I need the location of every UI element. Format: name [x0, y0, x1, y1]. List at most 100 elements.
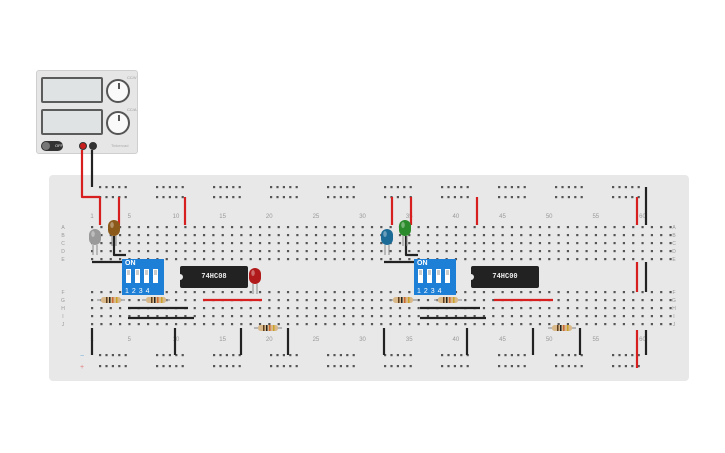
row-letter: J: [62, 322, 65, 328]
terminal-hole: [548, 323, 551, 326]
rail-hole: [339, 354, 342, 357]
dip-toggle-3[interactable]: [144, 269, 149, 283]
resistor-band: [154, 297, 156, 303]
current-knob[interactable]: [106, 111, 130, 135]
resistor: [438, 297, 458, 303]
dip-toggle-4[interactable]: [445, 269, 450, 283]
resistor-band: [567, 325, 569, 331]
dip-toggle-4[interactable]: [153, 269, 158, 283]
rail-hole: [567, 365, 570, 368]
terminal-hole: [622, 323, 626, 326]
terminal-hole: [342, 291, 346, 294]
terminal-hole: [240, 234, 243, 237]
dip-numbers: 1234: [125, 288, 153, 295]
terminal-hole: [370, 315, 374, 318]
terminal-hole: [370, 299, 374, 302]
terminal-hole: [613, 234, 616, 237]
rail-hole: [111, 365, 114, 368]
rail-hole: [238, 354, 241, 357]
terminal-hole: [538, 234, 542, 237]
terminal-hole: [576, 242, 579, 245]
terminal-hole: [352, 307, 355, 310]
resistor-band: [401, 297, 403, 303]
terminal-hole: [501, 291, 504, 294]
rail-hole: [99, 186, 102, 189]
terminal-hole: [576, 291, 579, 294]
terminal-hole: [426, 226, 430, 229]
terminal-hole: [408, 307, 411, 310]
terminal-hole: [557, 307, 560, 310]
terminal-hole: [398, 315, 402, 318]
rail-hole: [175, 186, 178, 189]
terminal-hole: [510, 242, 514, 245]
rail-hole: [346, 354, 349, 357]
row-letter: E: [672, 257, 676, 263]
terminal-hole: [510, 258, 514, 261]
power-switch[interactable]: OFF: [41, 141, 63, 151]
terminal-hole: [370, 242, 374, 245]
voltage-knob[interactable]: [106, 79, 130, 103]
dip-switch-left[interactable]: ON 1234: [122, 259, 164, 295]
rail-hole: [466, 354, 469, 357]
terminal-hole: [454, 250, 458, 253]
terminal-hole: [389, 315, 392, 318]
rail-hole: [225, 196, 228, 199]
dip-toggle-2[interactable]: [135, 269, 140, 283]
column-number: 5: [128, 337, 132, 343]
terminal-hole: [426, 323, 430, 326]
terminal-hole: [240, 323, 243, 326]
terminal-hole: [314, 258, 318, 261]
terminal-hole: [501, 307, 504, 310]
terminal-hole: [296, 291, 299, 294]
terminal-hole: [286, 315, 290, 318]
terminal-hole: [91, 226, 94, 229]
terminal-hole: [91, 299, 94, 302]
rail-hole: [225, 354, 228, 357]
terminal-hole: [613, 258, 616, 261]
rail-hole: [612, 365, 615, 368]
rail-hole: [517, 186, 520, 189]
dip-toggle-1[interactable]: [126, 269, 131, 283]
dip-switch-right[interactable]: ON 1234: [414, 259, 456, 295]
terminal-hole: [669, 234, 672, 237]
rail-hole: [162, 186, 165, 189]
terminal-hole: [174, 291, 178, 294]
terminal-hole: [118, 291, 122, 294]
terminal-hole: [221, 323, 224, 326]
rail-hole: [555, 354, 558, 357]
terminal-hole: [482, 234, 486, 237]
terminal-hole: [240, 250, 243, 253]
terminal-hole: [454, 242, 458, 245]
terminal-hole: [333, 226, 336, 229]
rail-hole: [447, 186, 450, 189]
chip-74hc08[interactable]: 74HC08: [177, 266, 248, 288]
column-number: 25: [313, 337, 320, 343]
terminal-hole: [585, 242, 588, 245]
terminal-hole: [202, 226, 206, 229]
terminal-hole: [137, 315, 140, 318]
power-supply[interactable]: CC/V CC/A OFF Tinkercad: [36, 70, 138, 154]
terminal-hole: [538, 226, 542, 229]
rail-hole: [162, 365, 165, 368]
negative-terminal[interactable]: [89, 142, 97, 150]
chip-74hc00[interactable]: 74HC00: [468, 266, 539, 288]
rail-hole: [618, 196, 621, 199]
terminal-hole: [240, 315, 243, 318]
row-letter: H: [672, 306, 676, 312]
terminal-hole: [650, 258, 653, 261]
terminal-hole: [258, 234, 262, 237]
dip-toggle-3[interactable]: [436, 269, 441, 283]
rail-hole: [580, 196, 583, 199]
positive-terminal[interactable]: [79, 142, 87, 150]
terminal-hole: [660, 299, 663, 302]
terminal-hole: [660, 234, 663, 237]
resistor-band: [453, 297, 455, 303]
rail-hole: [618, 186, 621, 189]
terminal-hole: [305, 250, 308, 253]
terminal-hole: [464, 250, 467, 253]
rail-hole: [352, 365, 355, 368]
dip-toggle-1[interactable]: [418, 269, 423, 283]
dip-toggle-2[interactable]: [427, 269, 432, 283]
terminal-hole: [669, 226, 672, 229]
rail-hole: [232, 196, 235, 199]
